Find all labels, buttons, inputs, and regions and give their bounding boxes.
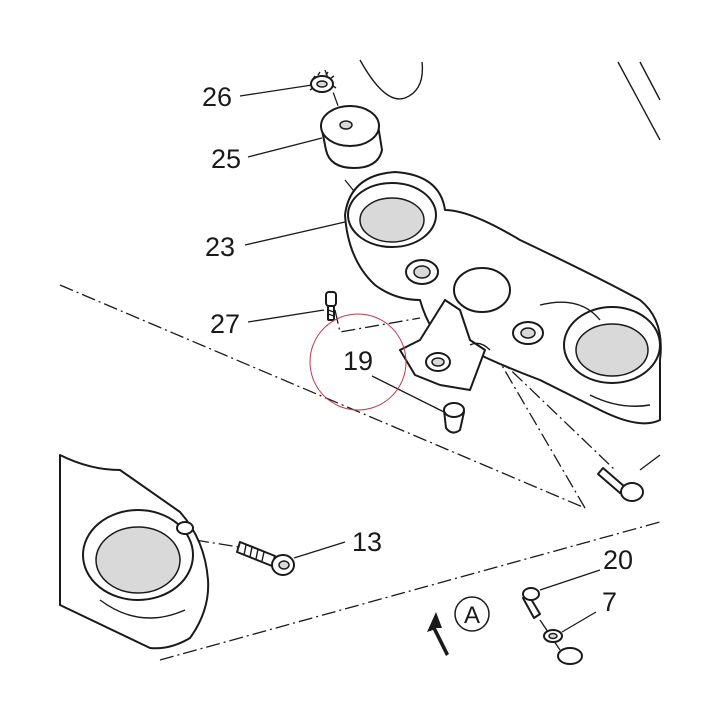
highlight-circle <box>309 313 407 411</box>
ref-line-lower <box>159 521 661 661</box>
ref-line-main <box>59 284 586 509</box>
leader-25 <box>247 137 323 158</box>
lower-triple-clamp <box>59 454 210 650</box>
leader-23 <box>244 221 346 246</box>
leader-lines <box>239 84 601 633</box>
part-20-bolt <box>522 587 541 619</box>
view-circle <box>454 596 490 632</box>
leader-19 <box>371 375 445 413</box>
part-19-cap <box>443 402 465 434</box>
axis-line-27 <box>334 309 421 333</box>
frame-tube <box>359 59 661 141</box>
leader-26 <box>239 84 313 97</box>
callout-20: 20 <box>603 545 633 575</box>
ref-line-return <box>489 344 586 509</box>
upper-triple-clamp <box>344 171 662 425</box>
callout-labels: 26 25 23 27 19 13 20 7 <box>202 82 633 617</box>
leader-20 <box>539 569 601 591</box>
callout-13: 13 <box>352 527 382 557</box>
clamp-bracket <box>399 299 491 391</box>
part-13-bolt <box>236 541 295 576</box>
callout-25: 25 <box>211 144 241 174</box>
leader-7 <box>561 611 597 633</box>
leader-27 <box>247 309 325 323</box>
view-marker: A <box>427 596 490 656</box>
part-27-screw <box>325 291 337 321</box>
leader-13 <box>293 541 346 559</box>
callout-23: 23 <box>205 232 235 262</box>
part-26-washer <box>309 71 337 93</box>
view-letter: A <box>464 602 480 629</box>
part-25-bushing <box>320 105 383 169</box>
axis-line-bolt-right <box>494 354 616 471</box>
view-arrow-icon <box>427 612 449 656</box>
part-7-washer <box>543 629 583 665</box>
callout-7: 7 <box>602 587 617 617</box>
right-bolt <box>597 454 661 502</box>
callout-27: 27 <box>210 309 240 339</box>
callout-19: 19 <box>343 346 373 376</box>
callout-26: 26 <box>202 82 232 112</box>
axis-line-13 <box>194 539 246 549</box>
